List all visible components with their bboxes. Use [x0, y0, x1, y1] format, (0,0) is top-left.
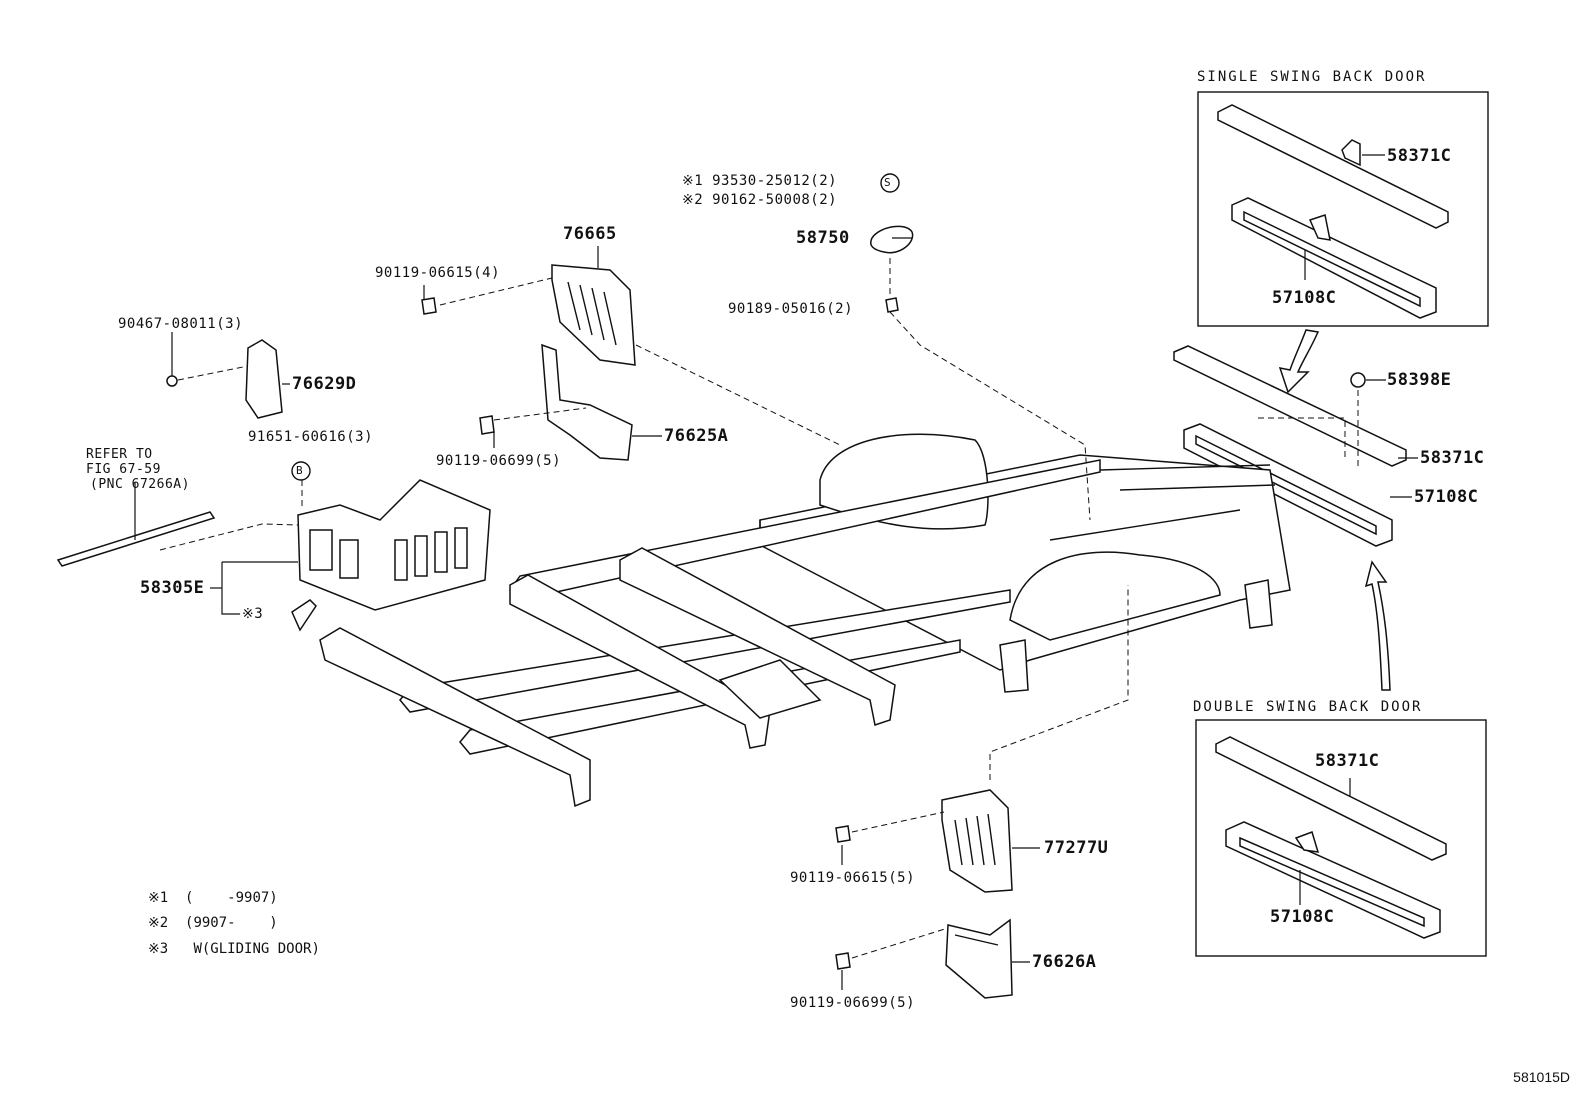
part-58750[interactable]: 58750 [796, 228, 850, 248]
gliding-door-bracket [291, 599, 317, 632]
part-57108c-double[interactable]: 57108C [1270, 907, 1335, 927]
bolt-90119-d [835, 952, 851, 970]
cross-member-mid [619, 547, 896, 726]
part-58371c-single[interactable]: 58371C [1387, 146, 1452, 166]
part-90119-06615-4[interactable]: 90119-06615(4) [375, 265, 501, 281]
part-77277u[interactable]: 77277U [1044, 838, 1109, 858]
part-76625a[interactable]: 76625A [664, 426, 729, 446]
part-90467[interactable]: 90467-08011(3) [118, 316, 244, 332]
single-swing-sill-57108c [1231, 197, 1437, 319]
s-marker-letter: S [884, 176, 892, 189]
part-90119-06699-5-lower[interactable]: 90119-06699(5) [790, 995, 916, 1011]
part-76665[interactable]: 76665 [563, 224, 617, 244]
mud-guard-76626a [945, 918, 1013, 999]
part-57108c-single[interactable]: 57108C [1272, 288, 1337, 308]
part-90162[interactable]: ※2 90162-50008(2) [682, 192, 838, 208]
bolt-90119-a [421, 297, 437, 315]
figure-id: 581015D [1513, 1069, 1570, 1085]
reference-line-2: FIG 67-59 [86, 462, 161, 477]
note3-callout: ※3 [242, 606, 264, 622]
arrow-double-swing [1364, 560, 1391, 691]
part-90189[interactable]: 90189-05016(2) [728, 301, 854, 317]
legend-note-2: ※2 (9907- ) [148, 915, 278, 931]
single-swing-title: SINGLE SWING BACK DOOR [1197, 69, 1427, 85]
part-76629d[interactable]: 76629D [292, 374, 357, 394]
rear-cross-rail-58371c [1173, 345, 1407, 467]
single-swing-inset-box [1197, 91, 1489, 327]
reference-line-1: REFER TO [86, 447, 153, 462]
part-58371c-main[interactable]: 58371C [1420, 448, 1485, 468]
floor-plate-inner [718, 659, 822, 719]
double-swing-inset-box [1195, 719, 1487, 957]
mud-guard-77277u [941, 789, 1013, 893]
b-marker-letter: B [296, 464, 304, 477]
cross-member-center [509, 574, 771, 749]
step-box-58305e [297, 479, 491, 611]
b-marker [291, 461, 311, 481]
part-57108c-main[interactable]: 57108C [1414, 487, 1479, 507]
reference-strip [56, 511, 216, 567]
legend-note-1: ※1 ( -9907) [148, 890, 278, 906]
bolt-90119-c [835, 825, 851, 843]
part-90119-06699-5-upper[interactable]: 90119-06699(5) [436, 453, 562, 469]
part-76626a[interactable]: 76626A [1032, 952, 1097, 972]
plug-90189 [885, 297, 899, 313]
double-swing-sill-57108c [1225, 821, 1441, 939]
part-58371c-double[interactable]: 58371C [1315, 751, 1380, 771]
rear-sill-57108c [1183, 423, 1393, 547]
double-swing-rail-58371c [1215, 736, 1447, 861]
s-marker [880, 173, 900, 193]
part-93530[interactable]: ※1 93530-25012(2) [682, 173, 838, 189]
mud-guard-76629d [245, 339, 283, 419]
cross-member-front [319, 627, 591, 808]
main-floor-assembly [759, 433, 1291, 693]
bolt-90119-b [479, 415, 495, 435]
reference-line-3: (PNC 67266A) [90, 477, 190, 492]
double-swing-title: DOUBLE SWING BACK DOOR [1193, 699, 1423, 715]
part-90119-06615-5[interactable]: 90119-06615(5) [790, 870, 916, 886]
grommet-58750 [870, 225, 914, 254]
plug-58398e [1350, 372, 1366, 388]
part-58305e[interactable]: 58305E [140, 578, 205, 598]
mud-guard-76625a [541, 343, 633, 461]
screw-90467 [166, 375, 178, 387]
arrow-single-swing [1278, 329, 1320, 394]
single-swing-rail-58371c [1217, 104, 1449, 229]
legend-note-3: ※3 W(GLIDING DOOR) [148, 941, 320, 957]
splash-shield-76665 [551, 264, 636, 366]
part-91651[interactable]: 91651-60616(3) [248, 429, 374, 445]
part-58398e[interactable]: 58398E [1387, 370, 1452, 390]
